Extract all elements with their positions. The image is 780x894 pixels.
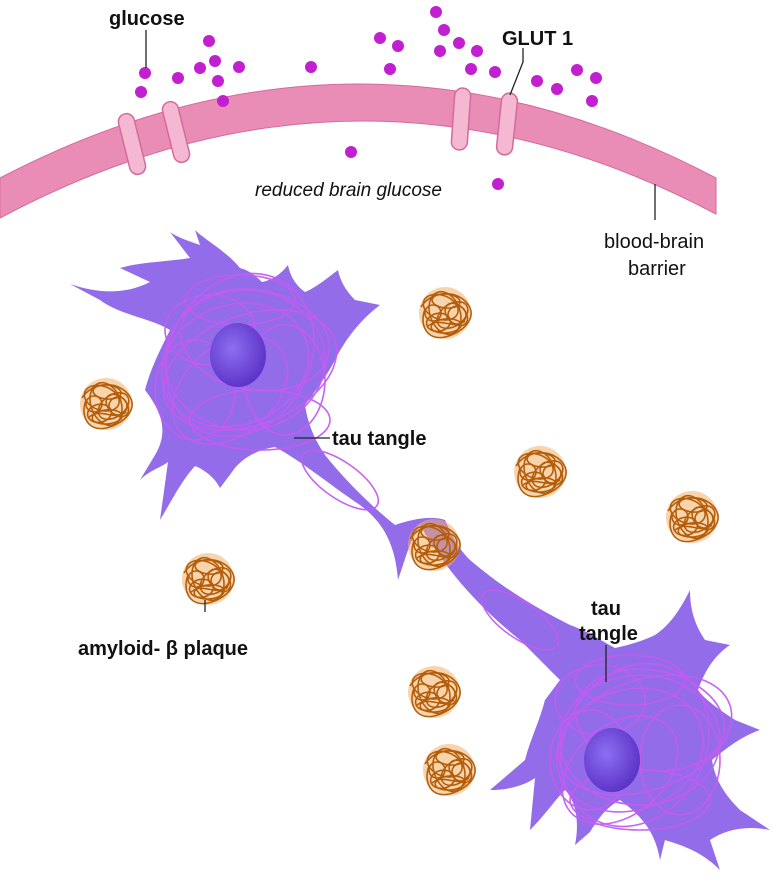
reduced-glucose-label: reduced brain glucose [255, 180, 442, 201]
bbb-label-line2: barrier [628, 258, 686, 280]
amyloid-plaque [181, 552, 237, 606]
amyloid-plaque [422, 743, 478, 797]
tau-tangle-label-lower-2: tangle [579, 623, 638, 645]
nucleus-lower [584, 728, 640, 792]
glut1-label: GLUT 1 [502, 28, 573, 50]
amyloid-plaque [665, 490, 721, 544]
bbb-label-line1: blood-brain [604, 231, 704, 253]
leader-lines [145, 30, 656, 682]
amyloid-plaque-label: amyloid- β plaque [78, 638, 248, 660]
glut1-transporters [117, 87, 519, 176]
amyloid-plaque [407, 665, 463, 719]
tau-tangle-label-lower-1: tau [591, 598, 621, 620]
tau-tangle-label-upper: tau tangle [332, 428, 426, 450]
nucleus-upper [210, 323, 266, 387]
amyloid-plaque [418, 286, 474, 340]
glucose-molecules [135, 6, 602, 190]
amyloid-plaque [79, 377, 135, 431]
amyloid-plaque [513, 445, 569, 499]
glucose-label: glucose [109, 8, 185, 30]
